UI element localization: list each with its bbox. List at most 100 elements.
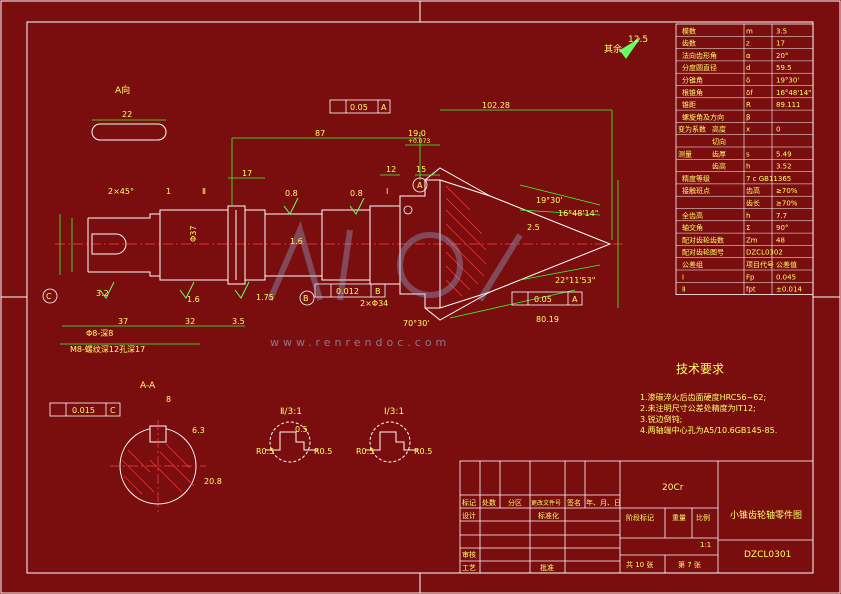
dim-17: 17 <box>242 169 252 178</box>
roughness-symbols <box>99 37 641 299</box>
datum-a: A <box>417 181 423 190</box>
param-cell: 齿高 <box>746 186 760 195</box>
tech-item-1: 1.渗碳淬火后齿面硬度HRC56~62; <box>640 392 766 402</box>
param-cell: 根锥角 <box>682 88 703 97</box>
param-cell: 3.5 <box>776 27 787 35</box>
param-cell: 16°48'14" <box>776 89 811 97</box>
param-cell: 变为系数 <box>678 125 706 134</box>
param-cell: 0.045 <box>776 273 796 281</box>
dim-19-tol: +0.073 <box>408 138 430 145</box>
detail-1-label: Ⅰ/3:1 <box>384 407 404 417</box>
tb-r1-c3: 分区 <box>508 498 522 507</box>
dim-1: 1 <box>166 187 171 196</box>
param-cell: 项目代号 <box>746 260 774 269</box>
tech-item-2: 2.未注明尺寸公差处精度为IT12; <box>640 403 756 413</box>
param-cell: β <box>746 113 750 121</box>
view-labels: A向 A-A Ⅱ/3:1 Ⅰ/3:1 其余 12.5 <box>115 35 648 417</box>
tb-sheet-no: 第 7 张 <box>678 560 701 569</box>
dim-80: 80.19 <box>536 315 559 324</box>
dim-37: 37 <box>118 317 128 326</box>
watermark-logo <box>267 221 523 302</box>
dim-r05d: R0.5 <box>414 447 432 456</box>
dim-sec-20: 20.8 <box>204 477 222 486</box>
param-cell: m <box>746 27 753 35</box>
tb-design: 设计 <box>462 511 476 520</box>
param-cell: 螺旋角及方向 <box>682 112 724 121</box>
tol-2: 0.012 <box>336 287 359 296</box>
datum-ii: Ⅱ <box>202 187 206 196</box>
dimension-texts: 22 87 102.28 19.0 +0.073 17 15 12 2×45° … <box>70 101 598 486</box>
param-cell: fpt <box>746 286 756 294</box>
view-a <box>91 119 167 141</box>
tb-r1-c5: 签名 <box>567 498 581 507</box>
dim-102: 102.28 <box>482 101 510 110</box>
dim-phi37: Φ37 <box>189 226 198 242</box>
dim-35: 3.5 <box>232 317 245 326</box>
detail-2-label: Ⅱ/3:1 <box>280 407 302 417</box>
tol-2-ref: B <box>375 287 381 296</box>
dim-22: 22 <box>122 110 132 119</box>
tb-weight: 重量 <box>672 514 686 522</box>
dim-ang1: 19°30' <box>536 196 563 205</box>
param-cell: 17 <box>776 40 785 48</box>
param-cell: 分锥角 <box>682 76 703 85</box>
dim-r05a: R0.5 <box>256 447 274 456</box>
param-cell: 测量 <box>678 150 692 158</box>
datum-i: I <box>386 187 388 196</box>
param-cell: ≥70% <box>776 200 798 208</box>
param-cell: h <box>746 212 750 220</box>
param-cell: 配对齿轮齿数 <box>682 235 724 244</box>
dim-05: 0.5 <box>295 425 308 434</box>
param-cell: δ <box>746 77 750 85</box>
param-cell: ±0.014 <box>776 286 802 294</box>
param-cell: 锥距 <box>682 100 696 109</box>
tb-r1-c2: 处数 <box>482 498 496 507</box>
param-cell: 齿高 <box>712 162 726 171</box>
dim-19: 19.0 <box>408 129 426 138</box>
datum-c: C <box>46 292 52 301</box>
param-cell: 89.111 <box>776 101 801 109</box>
tb-review: 审核 <box>462 550 476 559</box>
tb-r1-c6: 年、月、日 <box>586 498 621 507</box>
tol-3: 0.05 <box>534 295 552 304</box>
dim-taper: 70°30' <box>403 319 430 328</box>
param-cell: 齿长 <box>746 199 760 208</box>
tb-sheets: 共 10 张 <box>626 560 653 569</box>
param-cell: δf <box>746 89 753 97</box>
tech-title: 技术要求 <box>676 362 724 376</box>
param-cell: Zm <box>746 236 758 244</box>
datum-b: B <box>303 294 309 303</box>
dim-sec-6: 6.3 <box>192 426 205 435</box>
tb-approve: 批准 <box>540 563 554 572</box>
param-cell: 高度 <box>712 125 726 134</box>
param-cell: h <box>746 163 750 171</box>
dim-phi8: Φ8-深8 <box>86 329 113 338</box>
param-cell: s <box>746 150 750 158</box>
param-cell: ≥70% <box>776 187 798 195</box>
param-cell: 模数 <box>682 26 696 35</box>
tech-item-3: 3.锐边倒钝; <box>640 414 682 424</box>
param-cell: 分度圆直径 <box>682 63 717 72</box>
param-cell: x <box>746 126 750 134</box>
tol-3-ref: A <box>572 295 578 304</box>
param-cell: 90° <box>776 224 788 232</box>
param-cell: α <box>746 52 751 60</box>
section-aa <box>110 420 206 512</box>
roughness-other: 其余 <box>604 43 622 55</box>
tb-scale: 1:1 <box>700 541 711 549</box>
dim-08b: 0.8 <box>350 189 363 198</box>
tb-drawing-no: DZCL0301 <box>744 550 791 560</box>
tol-1: 0.05 <box>350 103 368 112</box>
dim-25: 2.5 <box>527 223 540 232</box>
tb-stage: 阶段标记 <box>626 513 654 522</box>
dimension-lines <box>59 109 619 345</box>
param-cell: Σ <box>746 224 750 232</box>
dim-32: 32 <box>185 317 195 326</box>
param-cell: 7 c GB11365 <box>746 175 791 183</box>
technical-requirements: 技术要求 1.渗碳淬火后齿面硬度HRC56~62; 2.未注明尺寸公差处精度为I… <box>640 362 777 435</box>
title-block-grid <box>459 460 814 574</box>
param-cell: Ⅱ <box>682 286 685 294</box>
